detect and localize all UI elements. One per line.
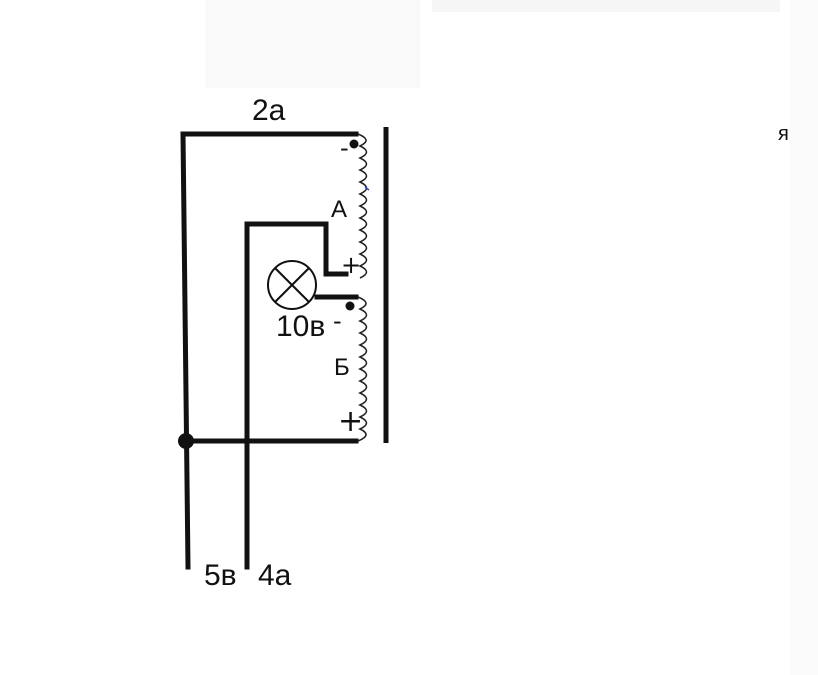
polarity-dot-b xyxy=(345,301,355,311)
label-minus-a: - xyxy=(340,134,349,162)
coil-mark xyxy=(364,186,370,191)
polarity-dot-a xyxy=(349,139,359,149)
background-panel-left xyxy=(205,0,420,88)
label-lamp-voltage: 10в xyxy=(276,310,326,343)
label-plus-b: + xyxy=(338,404,364,439)
junction-dot xyxy=(178,433,194,449)
label-winding-a: А xyxy=(331,196,348,223)
label-plus-a: + xyxy=(341,251,362,279)
coil-winding-b xyxy=(357,296,368,442)
label-top-wire: 2а xyxy=(252,94,286,127)
label-winding-b: Б xyxy=(334,354,350,381)
coil-winding-a xyxy=(357,133,368,279)
lamp-icon xyxy=(267,260,317,310)
background-panel-right xyxy=(790,0,818,675)
wire-inner-top xyxy=(244,221,349,277)
wire-left-vertical xyxy=(180,131,191,570)
label-output-left: 5в xyxy=(204,559,237,592)
background-panel-top xyxy=(432,0,780,12)
label-corner-fragment: я xyxy=(778,123,789,145)
label-minus-b: - xyxy=(333,307,342,335)
label-output-right: 4а xyxy=(258,559,292,592)
